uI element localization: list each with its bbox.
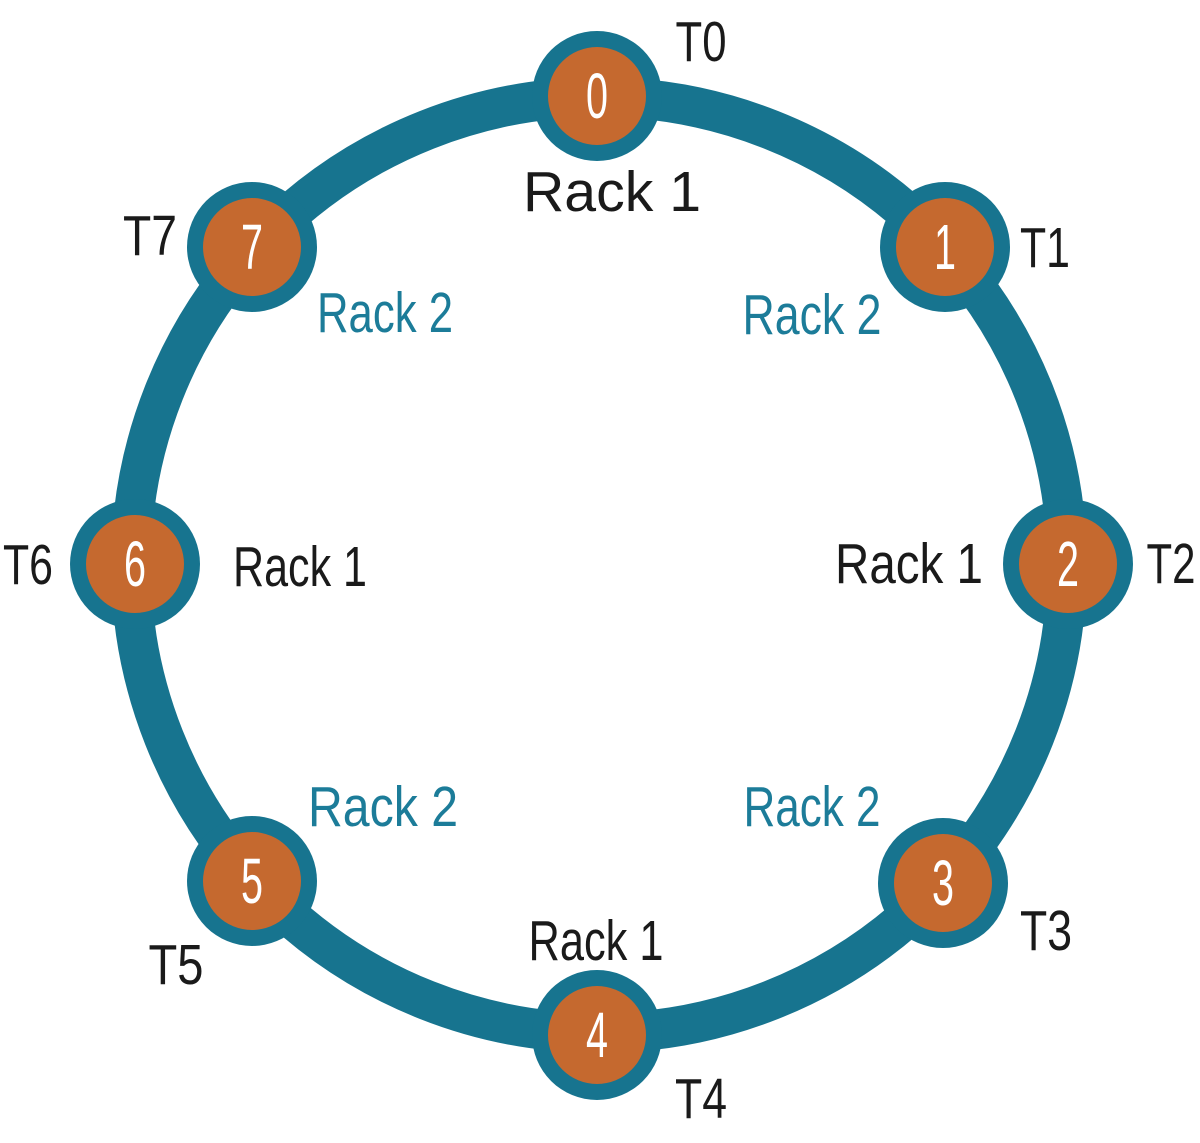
t1-label: T1 [1020, 216, 1070, 280]
node-7-number: 7 [241, 211, 263, 283]
node-3-body [894, 834, 992, 932]
rack-label-node-6: Rack 1 [233, 535, 367, 599]
node-7-body [203, 198, 301, 296]
t0-label: T0 [676, 10, 727, 74]
node-6-body [86, 515, 184, 613]
t5-label: T5 [149, 933, 204, 997]
node-3: 3 [878, 818, 1008, 948]
rack-label-node-4: Rack 1 [529, 909, 664, 973]
node-4-body [548, 986, 646, 1084]
t4-label: T4 [675, 1067, 727, 1131]
node-1-number: 1 [934, 211, 956, 283]
rack-label-node-7: Rack 2 [317, 281, 453, 345]
node-1-body [896, 198, 994, 296]
node-2-body [1019, 515, 1117, 613]
rack-label-node-3: Rack 2 [744, 775, 881, 839]
node-2-number: 2 [1057, 528, 1079, 600]
node-4: 4 [532, 970, 662, 1100]
node-0-number: 0 [586, 60, 608, 132]
node-0-body [548, 47, 646, 145]
rack-label-node-5: Rack 2 [308, 775, 458, 839]
node-0: 0 [532, 31, 662, 161]
t7-label: T7 [123, 204, 177, 268]
t3-label: T3 [1020, 899, 1072, 963]
node-3-number: 3 [932, 847, 954, 919]
node-1: 1 [880, 182, 1010, 312]
t2-label: T2 [1147, 532, 1196, 596]
node-4-number: 4 [586, 999, 608, 1071]
node-2: 2 [1003, 499, 1133, 629]
node-6: 6 [70, 499, 200, 629]
rack-label-node-0: Rack 1 [523, 160, 701, 224]
node-5: 5 [187, 816, 317, 946]
node-5-body [203, 832, 301, 930]
node-7: 7 [187, 182, 317, 312]
rack-label-node-1: Rack 2 [743, 283, 882, 347]
t6-label: T6 [3, 533, 53, 597]
node-5-number: 5 [241, 845, 263, 917]
node-6-number: 6 [124, 528, 146, 600]
rack-label-node-2: Rack 1 [835, 532, 983, 596]
